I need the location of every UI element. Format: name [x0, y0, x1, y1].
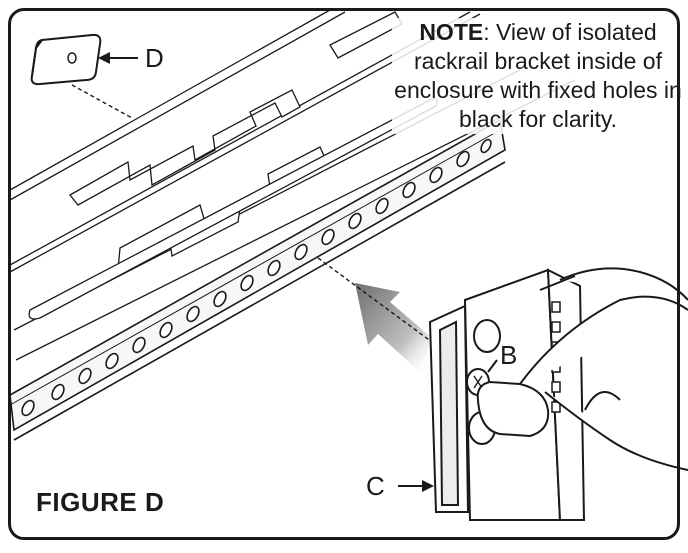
- direction-arrow: [355, 283, 432, 372]
- figure-label: FIGURE D: [36, 487, 165, 517]
- part-d-plate: [30, 33, 102, 86]
- rackrail: [9, 118, 506, 441]
- callout-d: D: [145, 43, 164, 73]
- leader-d-dashed: [71, 84, 133, 119]
- insert-path-dashed: [317, 257, 437, 346]
- callout-b: B: [500, 340, 518, 370]
- note-text: NOTE: View of isolated rackrail bracket …: [392, 18, 684, 134]
- note-prefix: NOTE: [419, 19, 484, 45]
- callout-c: C: [366, 471, 385, 501]
- note-body: : View of isolated rackrail bracket insi…: [394, 19, 682, 132]
- leader-b: [487, 359, 498, 373]
- arrowhead-c: [422, 480, 434, 492]
- arrowhead-d: [98, 52, 110, 64]
- hand: [476, 267, 688, 471]
